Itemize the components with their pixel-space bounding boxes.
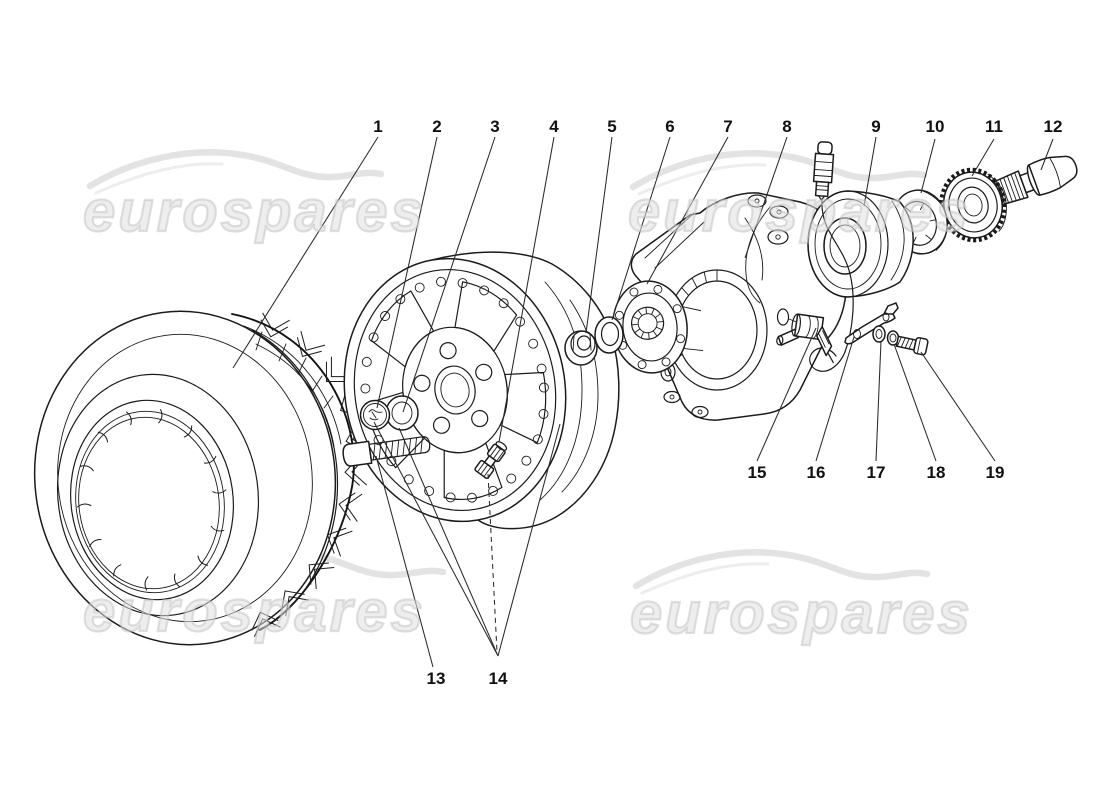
callout-2: 2 <box>432 117 441 136</box>
knuckle-bosses <box>660 194 800 419</box>
bull-emblem <box>368 409 383 421</box>
callout-labels: 1 2 3 4 5 6 7 8 9 10 11 12 15 16 17 18 1… <box>373 117 1062 688</box>
callout-3: 3 <box>490 117 499 136</box>
callout-12: 12 <box>1044 117 1063 136</box>
callout-16: 16 <box>807 463 826 482</box>
callout-10: 10 <box>926 117 945 136</box>
callout-14: 14 <box>489 669 508 688</box>
sensor-mount-hole <box>776 308 790 326</box>
callout-8: 8 <box>782 117 791 136</box>
callout-17: 17 <box>867 463 886 482</box>
callout-19: 19 <box>986 463 1005 482</box>
callout-5: 5 <box>607 117 616 136</box>
callout-15: 15 <box>748 463 767 482</box>
centre-cap-group <box>342 395 431 467</box>
lug-bolt <box>342 436 431 467</box>
tone-wheel <box>939 167 1007 243</box>
hub-nut <box>564 330 598 366</box>
sensor-bracket <box>844 302 899 345</box>
wheel-bearing <box>807 190 914 298</box>
abs-sensor <box>776 313 834 364</box>
callout-1: 1 <box>373 117 382 136</box>
flat-washer <box>872 325 886 343</box>
seal-ring <box>594 316 624 354</box>
callout-9: 9 <box>871 117 880 136</box>
leader-lines <box>232 136 1054 668</box>
wheel-rim <box>343 251 620 530</box>
valve-stem <box>474 441 508 479</box>
spline-bore <box>631 307 664 340</box>
callout-18: 18 <box>927 463 946 482</box>
bracket-bolt <box>895 335 929 356</box>
callout-13: 13 <box>427 669 446 688</box>
callout-6: 6 <box>665 117 674 136</box>
callout-11: 11 <box>985 117 1003 136</box>
lug-holes <box>413 342 493 434</box>
callout-4: 4 <box>549 117 559 136</box>
callout-7: 7 <box>723 117 732 136</box>
sensor-cable <box>809 141 854 372</box>
cable-connector <box>812 141 835 201</box>
tyre <box>33 310 371 646</box>
stub-axle <box>989 155 1078 206</box>
